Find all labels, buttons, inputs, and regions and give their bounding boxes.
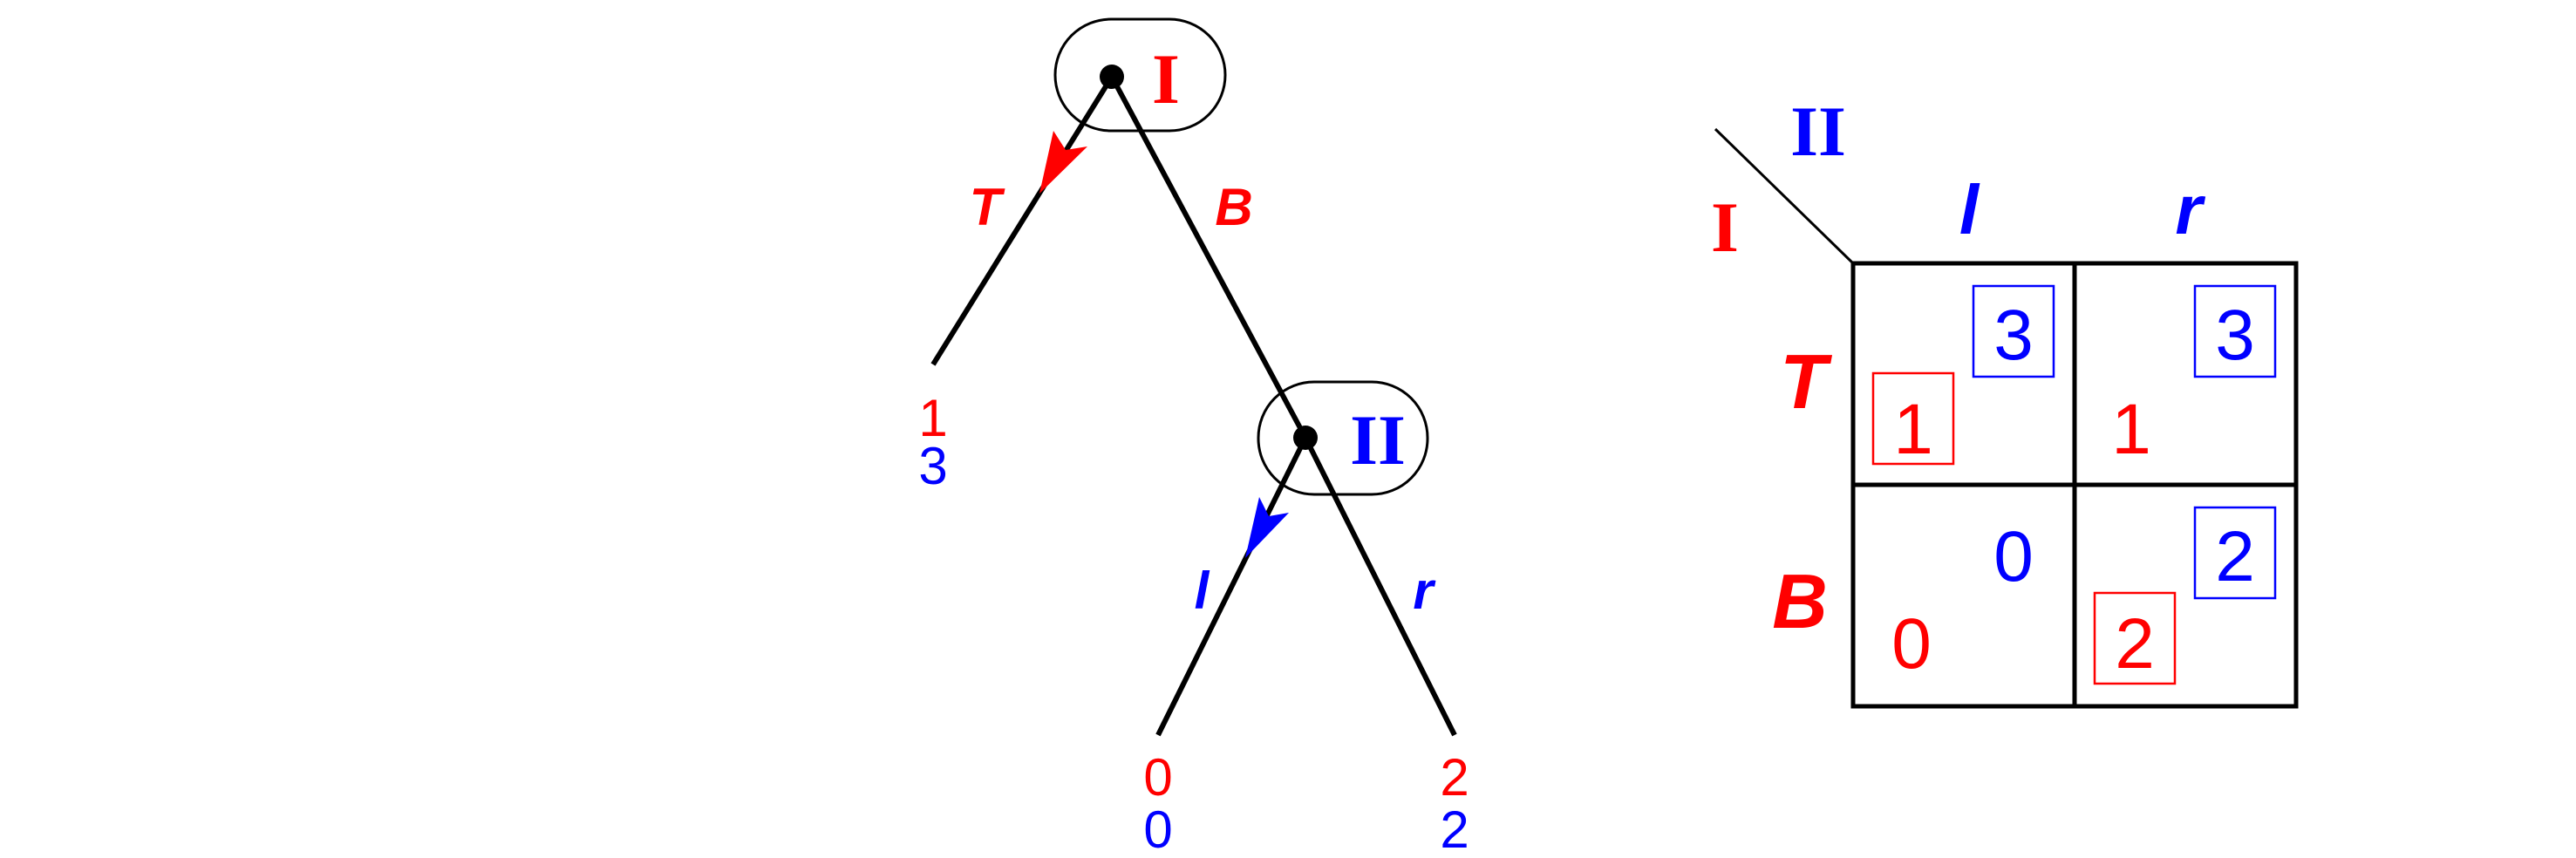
edge-T [930, 75, 1114, 366]
payoff-matrix: II I l r T B 3 1 3 1 0 0 2 2 [1711, 92, 2299, 709]
best-response-box-p1 [1871, 371, 1955, 466]
arrow-l-icon [1245, 497, 1289, 558]
game-tree: I II T B l r 1 3 0 0 2 2 [918, 17, 1469, 858]
arrow-T-icon [1039, 131, 1087, 194]
leaf-Bl-payoff-p1: 0 [1143, 748, 1172, 807]
root-node [1100, 65, 1124, 89]
leaf-T-payoff-p1: 1 [918, 389, 947, 447]
leaf-Br-payoff-p1: 2 [1440, 748, 1469, 807]
best-response-box-p1 [2093, 591, 2177, 685]
move-label-B: B [1215, 178, 1252, 236]
best-response-box-p2 [2193, 506, 2277, 600]
edge-l [1155, 436, 1308, 737]
matrix-row-label-T: T [1780, 338, 1832, 425]
edge-r [1303, 436, 1457, 737]
cell-Bl-payoff-p2: 0 [1993, 517, 2034, 596]
matrix-row-label-B: B [1772, 558, 1828, 644]
matrix-row-player-label: I [1711, 187, 1739, 267]
player2-information-set [1257, 380, 1429, 496]
cell-Br-payoff-p2: 2 [2215, 517, 2255, 596]
best-response-box-p2 [2193, 284, 2277, 378]
player2-node [1293, 426, 1318, 450]
cell-Tr-payoff-p1: 1 [2111, 390, 2151, 469]
cell-Br-payoff-p1: 2 [2115, 604, 2155, 684]
cell-Tl-payoff-p1: 1 [1893, 390, 1933, 469]
cell-Tl-payoff-p2: 3 [1993, 296, 2034, 375]
edge-B [1109, 75, 1308, 439]
leaf-Br-payoff-p2: 2 [1440, 800, 1469, 858]
matrix-col-label-r: r [2175, 171, 2205, 249]
tree-player1-label: I [1152, 39, 1180, 119]
leaf-T-payoff-p2: 3 [918, 437, 947, 495]
matrix-corner-divider [1714, 127, 1855, 265]
move-label-r: r [1413, 562, 1436, 620]
matrix-col-label-l: l [1959, 171, 1980, 249]
move-label-T: T [970, 178, 1005, 236]
matrix-col-player-label: II [1790, 92, 1846, 171]
player1-information-set [1053, 17, 1227, 133]
best-response-box-p2 [1972, 284, 2055, 378]
leaf-Bl-payoff-p2: 0 [1143, 800, 1172, 858]
cell-Bl-payoff-p1: 0 [1891, 604, 1932, 684]
cell-Tr-payoff-p2: 3 [2215, 296, 2255, 375]
move-label-l: l [1195, 562, 1210, 620]
tree-player2-label: II [1350, 400, 1406, 480]
